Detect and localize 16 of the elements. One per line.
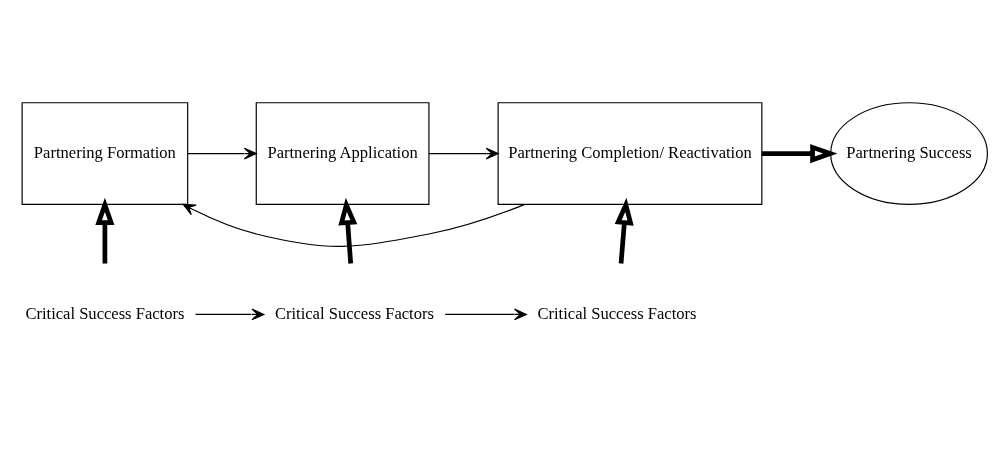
node-box: Partnering Application	[255, 102, 430, 205]
arrow	[444, 308, 527, 321]
node-text: Critical Success Factors	[274, 303, 434, 323]
node-box: Partnering Completion/ Reactivation	[497, 102, 763, 205]
arrow	[614, 197, 634, 264]
node-text: Critical Success Factors	[537, 303, 697, 323]
arrow	[428, 147, 499, 160]
arrow	[194, 308, 265, 321]
node-box: Partnering Formation	[21, 102, 189, 205]
arrow	[761, 144, 838, 164]
node-ellipse: Partnering Success	[830, 102, 989, 205]
arrow	[182, 203, 525, 247]
arrow	[187, 147, 257, 160]
node-text: Critical Success Factors	[25, 303, 185, 323]
arrow	[95, 197, 115, 264]
arrow	[338, 197, 358, 264]
